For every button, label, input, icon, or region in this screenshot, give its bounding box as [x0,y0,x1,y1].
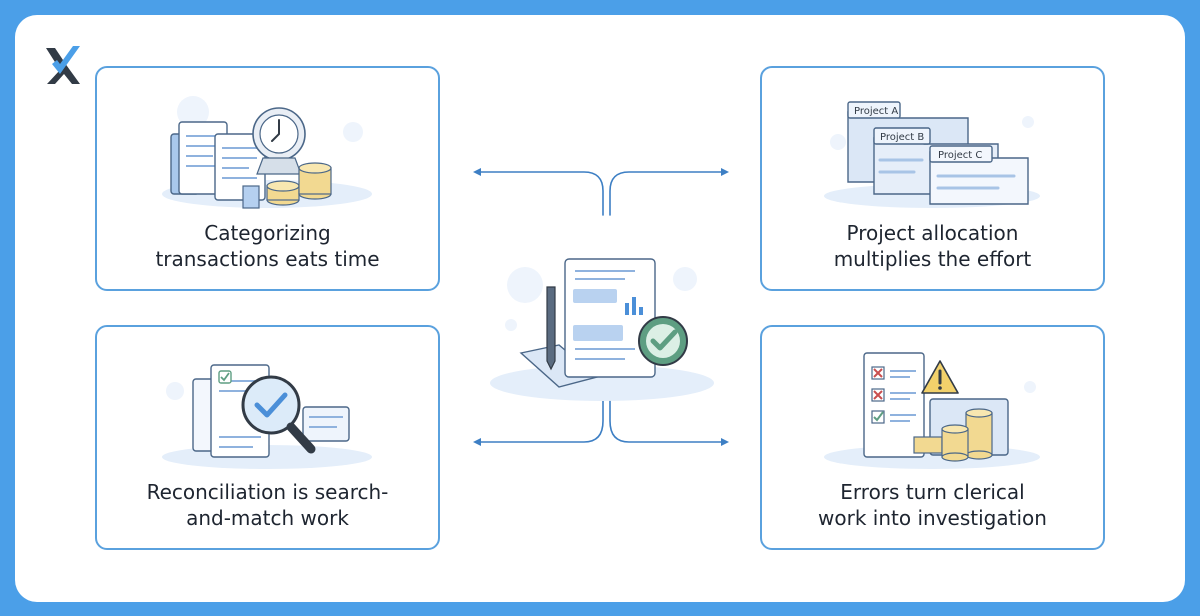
receipts-clock-coins-illustration-icon [162,96,372,209]
checklist-warning-coins-illustration-icon [824,352,1040,469]
project-folders-illustration-icon: Project A Project B Project C [824,101,1040,208]
card-label: Project allocation multiplies the effort [833,221,1032,271]
card-reconciliation: Reconciliation is search- and-match work [95,325,440,550]
card-label: Categorizing transactions eats time [155,221,380,271]
arrowhead-top-left [473,168,481,176]
connector-top-left [476,171,604,216]
report-calculator-check-illustration-icon [490,258,714,401]
diagram-panel: Categorizing transactions eats time Proj… [15,15,1185,602]
documents-magnifier-check-illustration-icon [162,364,372,469]
card-label: Reconciliation is search- and-match work [146,480,389,530]
folder-label-c: Project C [938,150,982,161]
folder-label-b: Project B [880,132,924,143]
card-errors-investigation: Errors turn clerical work into investiga… [760,325,1105,550]
connector-top-right [609,171,726,216]
arrowhead-top-right [721,168,729,176]
card-categorizing-transactions: Categorizing transactions eats time [95,66,440,291]
arrowhead-bottom-left [473,438,481,446]
card-label: Errors turn clerical work into investiga… [818,480,1047,530]
x-checkmark-logo-icon [46,46,80,84]
card-project-allocation: Project A Project B Project C Project al… [760,66,1105,291]
folder-label-a: Project A [854,106,898,117]
arrowhead-bottom-right [721,438,729,446]
